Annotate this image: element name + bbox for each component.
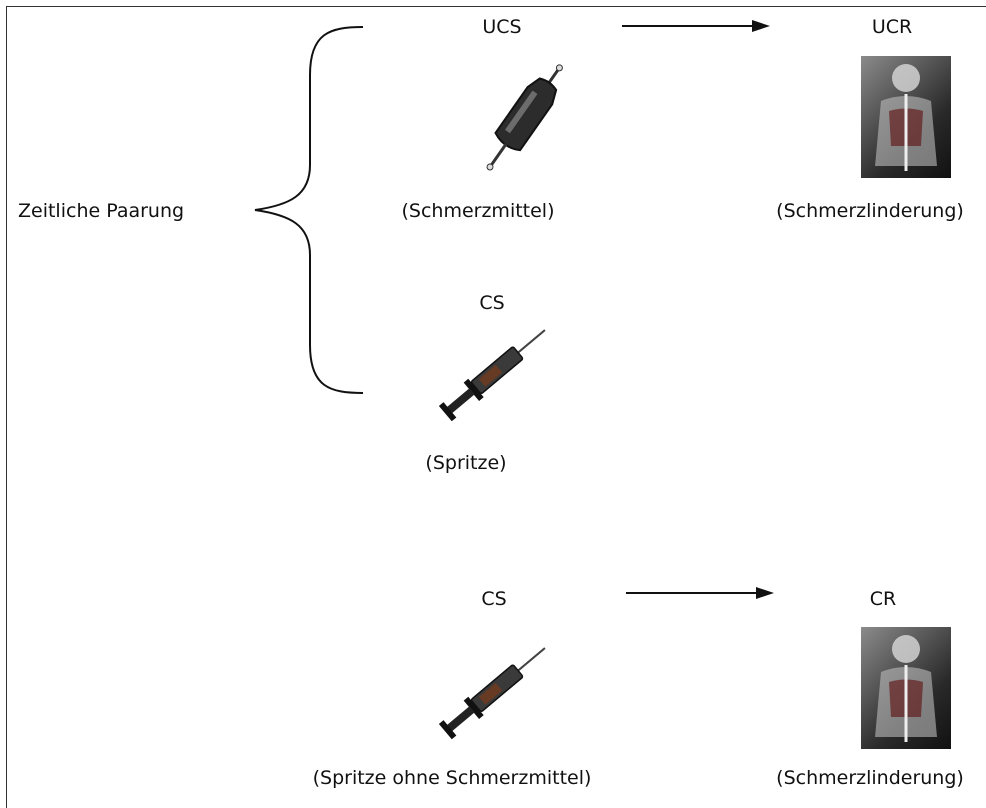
arrow-cs-to-cr <box>626 587 774 599</box>
arrow-ucs-to-ucr <box>622 20 770 32</box>
cs-bottom-caption: (Spritze ohne Schmerzmittel) <box>312 767 592 789</box>
cs-bottom-label: CS <box>481 588 507 610</box>
pairing-label: Zeitliche Paarung <box>18 200 185 222</box>
cr-label: CR <box>869 588 897 610</box>
curly-brace <box>254 26 364 394</box>
ucs-caption: (Schmerzmittel) <box>401 200 555 222</box>
syringe-icon <box>438 329 546 422</box>
diagram-frame <box>6 6 986 808</box>
xray-body-icon <box>861 56 951 178</box>
xray-body-icon <box>861 627 951 749</box>
ampoule-icon <box>486 64 563 171</box>
cs-caption: (Spritze) <box>425 452 507 474</box>
cr-caption: (Schmerzlinderung) <box>776 767 964 789</box>
ucr-caption: (Schmerzlinderung) <box>776 200 964 222</box>
ucs-label: UCS <box>482 16 522 38</box>
syringe-icon <box>438 647 546 740</box>
ucr-label: UCR <box>871 16 913 38</box>
cs-label: CS <box>479 292 505 314</box>
